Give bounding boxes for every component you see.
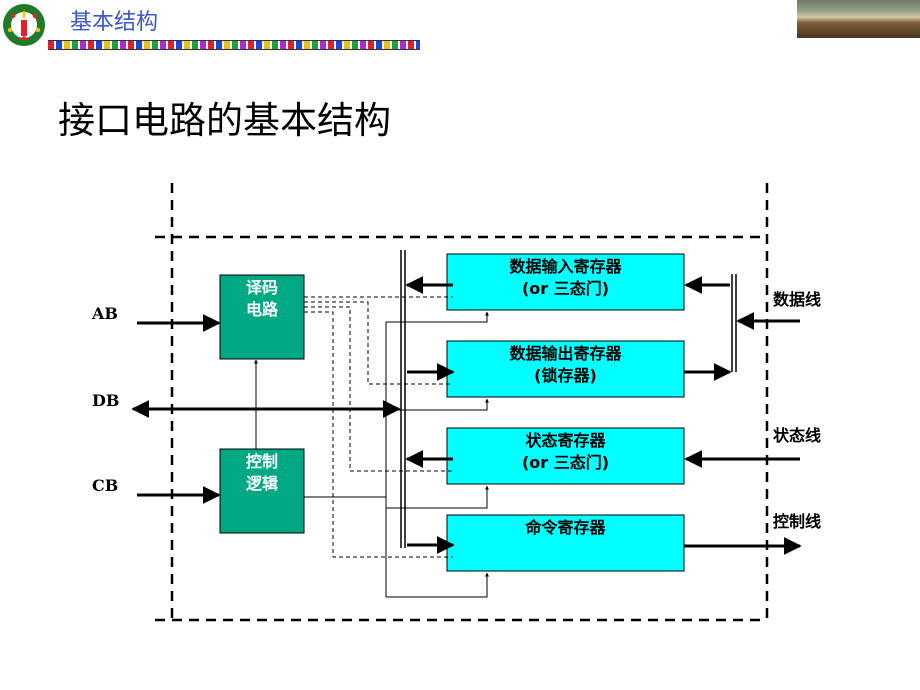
header-title: 基本结构 — [70, 10, 159, 35]
interface-boundary — [155, 183, 769, 622]
command-register-label: 命令寄存器 — [447, 517, 684, 539]
header-landscape-image — [797, 0, 920, 38]
control-logic-block — [219, 448, 305, 534]
data-output-register — [446, 340, 685, 398]
data-output-register-line-1: 数据输出寄存器 — [509, 344, 622, 363]
data-input-register-line-2: (or 三态门) — [521, 279, 610, 298]
external-links — [731, 274, 737, 372]
wreath-icon — [3, 4, 45, 46]
command-register-line-1: 命令寄存器 — [525, 518, 606, 537]
register-bus-links — [405, 276, 455, 554]
decoder-select-lines — [304, 296, 453, 558]
status-register-line-1: 状态寄存器 — [525, 431, 606, 450]
control-logic-lines — [304, 311, 489, 598]
decoder-label-line-2: 电路 — [245, 300, 278, 319]
internal-bus — [400, 250, 406, 548]
data-output-register-line-2: (锁存器) — [534, 366, 597, 385]
data-output-register-label: 数据输出寄存器 (锁存器) — [447, 343, 684, 387]
command-register — [446, 514, 685, 572]
decorative-dot-bar — [48, 40, 420, 50]
control-line-label: 控制线 — [773, 512, 822, 531]
data-input-register — [446, 253, 685, 311]
data-line-label: 数据线 — [773, 290, 822, 309]
control-logic-label-line-2: 逻辑 — [245, 474, 278, 493]
status-line-label: 状态线 — [773, 426, 822, 445]
control-logic-label-line-1: 控制 — [245, 452, 278, 471]
db-label: DB — [92, 391, 120, 410]
decoder-label: 译码 电路 — [220, 277, 304, 321]
status-register-label: 状态寄存器 (or 三态门) — [447, 430, 684, 474]
cb-label: CB — [92, 476, 119, 495]
status-register-line-2: (or 三态门) — [521, 453, 610, 472]
decoder-block — [219, 274, 305, 360]
data-input-register-line-1: 数据输入寄存器 — [509, 257, 622, 276]
status-register — [446, 427, 685, 485]
control-logic-label: 控制 逻辑 — [220, 451, 304, 495]
ab-label: AB — [92, 304, 118, 323]
page-title: 接口电路的基本结构 — [58, 99, 391, 142]
data-input-register-label: 数据输入寄存器 (or 三态门) — [447, 256, 684, 300]
decoder-label-line-1: 译码 — [245, 278, 278, 297]
